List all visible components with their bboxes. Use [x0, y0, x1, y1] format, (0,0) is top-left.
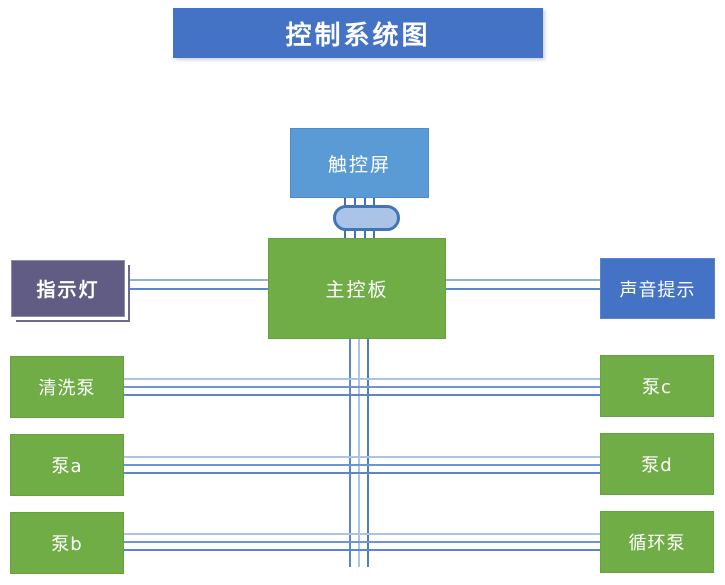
pump-row1-wire	[122, 386, 600, 388]
pump-row1-wire	[122, 394, 600, 396]
main-sound-wire	[444, 288, 600, 290]
pump-cycle-node: 循环泵	[600, 511, 714, 573]
pump-d-node: 泵d	[600, 433, 714, 495]
pump-row1-wire	[122, 378, 600, 380]
pump-row2-wire	[122, 464, 600, 466]
pump-c-node: 泵c	[600, 355, 714, 417]
pump-a-node: 泵a	[10, 434, 124, 496]
mainboard-bus-wire	[358, 337, 360, 567]
pump-row3-wire	[122, 541, 600, 543]
pump-b-node: 泵b	[10, 512, 124, 574]
bus-connector	[333, 205, 400, 231]
sound-prompt-node: 声音提示	[600, 258, 715, 319]
indicator-main-wire	[124, 279, 268, 281]
main-sound-wire	[444, 279, 600, 281]
pump-wash-node: 清洗泵	[10, 356, 124, 418]
indicator-main-wire	[124, 288, 268, 290]
touchscreen-node: 触控屏	[290, 128, 429, 198]
pump-row2-wire	[122, 472, 600, 474]
pump-row2-wire	[122, 456, 600, 458]
indicator-light-node: 指示灯	[11, 260, 125, 317]
mainboard-bus-wire	[367, 337, 369, 567]
pump-row3-wire	[122, 549, 600, 551]
mainboard-bus-wire	[349, 337, 351, 567]
mainboard-node: 主控板	[268, 238, 446, 339]
diagram-title: 控制系统图	[173, 8, 543, 58]
pump-row3-wire	[122, 533, 600, 535]
